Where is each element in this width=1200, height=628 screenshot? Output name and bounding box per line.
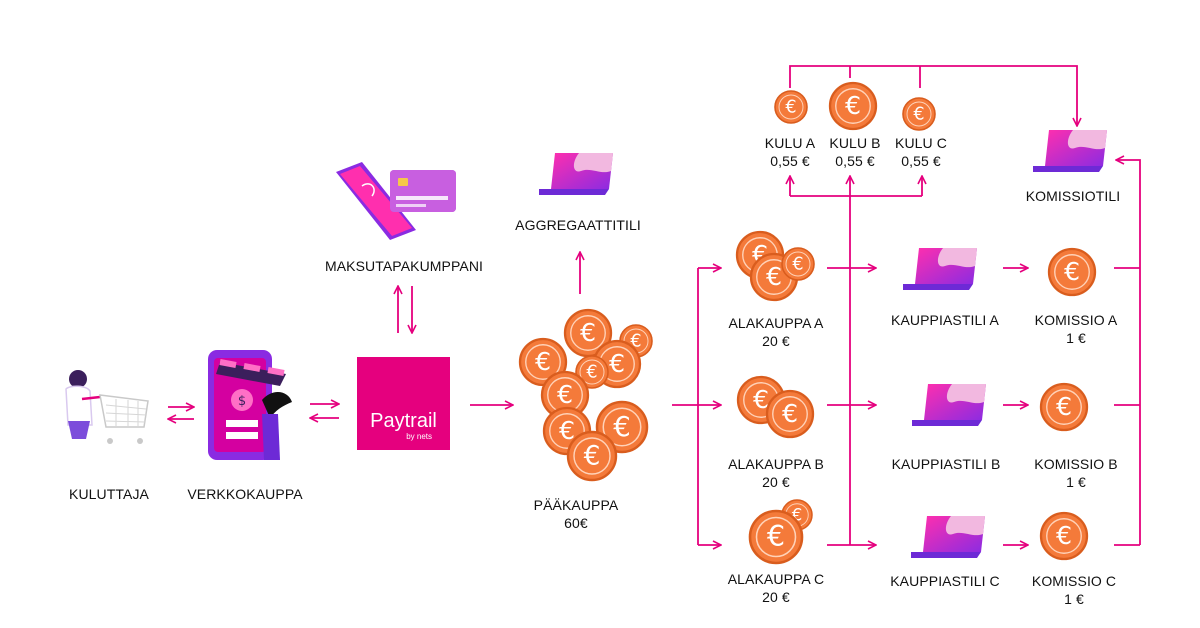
label-aggregaattitili: AGGREGAATTITILI bbox=[515, 216, 641, 234]
node-name: MAKSUTAPAKUMPPANI bbox=[324, 258, 484, 274]
euro-coin-pile-main-shop bbox=[518, 308, 653, 482]
shopper-with-cart-icon bbox=[65, 370, 149, 444]
commissions-to-commission-account bbox=[1114, 160, 1141, 546]
label-kauppiastili-c: KAUPPIASTILI C bbox=[890, 572, 1000, 590]
node-amount: 1 € bbox=[1066, 330, 1086, 346]
node-name: KULU B bbox=[829, 135, 881, 151]
label-verkkokauppa: VERKKOKAUPPA bbox=[187, 485, 302, 503]
label-komissio-c: KOMISSIO C 1 € bbox=[1032, 572, 1116, 608]
node-name: ALAKAUPPA A bbox=[728, 315, 824, 331]
euro-coin-icon-fee-a bbox=[774, 90, 808, 124]
node-name: KOMISSIO A bbox=[1034, 312, 1118, 328]
phone-and-card-icon bbox=[336, 162, 456, 240]
label-komissio-b: KOMISSIO B 1 € bbox=[1034, 455, 1117, 491]
node-name: KAUPPIASTILI C bbox=[890, 573, 1000, 589]
label-kulu-a: KULU A 0,55 € bbox=[765, 134, 815, 170]
label-kauppiastili-a: KAUPPIASTILI A bbox=[891, 311, 999, 329]
label-kuluttaja: KULUTTAJA bbox=[69, 485, 149, 503]
euro-coin-icon-commission-c bbox=[1039, 511, 1089, 561]
node-name: ALAKAUPPA C bbox=[727, 571, 825, 587]
node-name: AGGREGAATTITILI bbox=[515, 217, 641, 233]
label-alakauppa-c: ALAKAUPPA C 20 € bbox=[728, 570, 825, 606]
euro-coin-icon-fee-b bbox=[828, 81, 878, 131]
node-name: VERKKOKAUPPA bbox=[187, 486, 303, 502]
node-name: KULU A bbox=[764, 135, 816, 151]
svg-text:$: $ bbox=[238, 394, 246, 409]
laptop-icon-commission-account bbox=[1033, 130, 1107, 172]
euro-coin-icon-fee-c bbox=[902, 97, 936, 131]
node-name: PÄÄKAUPPA bbox=[533, 497, 619, 513]
label-maksutapakumppani: MAKSUTAPAKUMPPANI bbox=[325, 257, 483, 275]
label-kulu-b: KULU B 0,55 € bbox=[829, 134, 880, 170]
euro-coin-icon-commission-a bbox=[1047, 247, 1097, 297]
node-name: KOMISSIOTILI bbox=[1025, 188, 1121, 204]
node-name: KAUPPIASTILI A bbox=[891, 312, 999, 328]
label-paakauppa: PÄÄKAUPPA 60€ bbox=[534, 496, 619, 532]
node-amount: 20 € bbox=[762, 333, 790, 349]
laptop-icon-merchant-b bbox=[912, 384, 986, 426]
node-name: KULUTTAJA bbox=[69, 486, 149, 502]
node-name: KULU C bbox=[895, 135, 947, 151]
label-kauppiastili-b: KAUPPIASTILI B bbox=[892, 455, 1001, 473]
node-amount: 20 € bbox=[762, 589, 790, 605]
laptop-icon-merchant-c bbox=[911, 516, 985, 558]
label-alakauppa-a: ALAKAUPPA A 20 € bbox=[728, 314, 823, 350]
euro-coin-icon-commission-b bbox=[1039, 382, 1089, 432]
label-komissiotili: KOMISSIOTILI bbox=[1026, 187, 1121, 205]
paytrail-brand-text: Paytrail bbox=[370, 410, 437, 432]
node-name: KOMISSIO B bbox=[1034, 456, 1118, 472]
node-name: ALAKAUPPA B bbox=[728, 456, 824, 472]
node-amount: 1 € bbox=[1064, 591, 1084, 607]
euro-coin-pile-subshop-b bbox=[736, 375, 815, 439]
node-amount: 20 € bbox=[762, 474, 790, 490]
paytrail-logo: Paytrail by nets bbox=[357, 357, 450, 450]
node-amount: 0,55 € bbox=[770, 153, 810, 169]
node-name: KAUPPIASTILI B bbox=[891, 456, 1001, 472]
fees-to-commission-account bbox=[789, 65, 1077, 126]
node-amount: 1 € bbox=[1066, 474, 1086, 490]
node-amount: 60€ bbox=[564, 515, 588, 531]
online-shop-phone-icon: $ bbox=[208, 350, 292, 460]
laptop-icon-merchant-a bbox=[903, 248, 977, 290]
node-name: KOMISSIO C bbox=[1031, 573, 1117, 589]
label-kulu-c: KULU C 0,55 € bbox=[895, 134, 947, 170]
node-amount: 0,55 € bbox=[901, 153, 941, 169]
label-alakauppa-b: ALAKAUPPA B 20 € bbox=[728, 455, 824, 491]
node-amount: 0,55 € bbox=[835, 153, 875, 169]
laptop-icon-aggregate-account bbox=[539, 153, 613, 195]
euro-coin-pile-subshop-a bbox=[735, 230, 815, 302]
label-komissio-a: KOMISSIO A 1 € bbox=[1035, 311, 1118, 347]
paytrail-sub-text: by nets bbox=[406, 432, 432, 441]
euro-coin-pile-subshop-c bbox=[748, 499, 813, 565]
connectors bbox=[168, 65, 1141, 546]
